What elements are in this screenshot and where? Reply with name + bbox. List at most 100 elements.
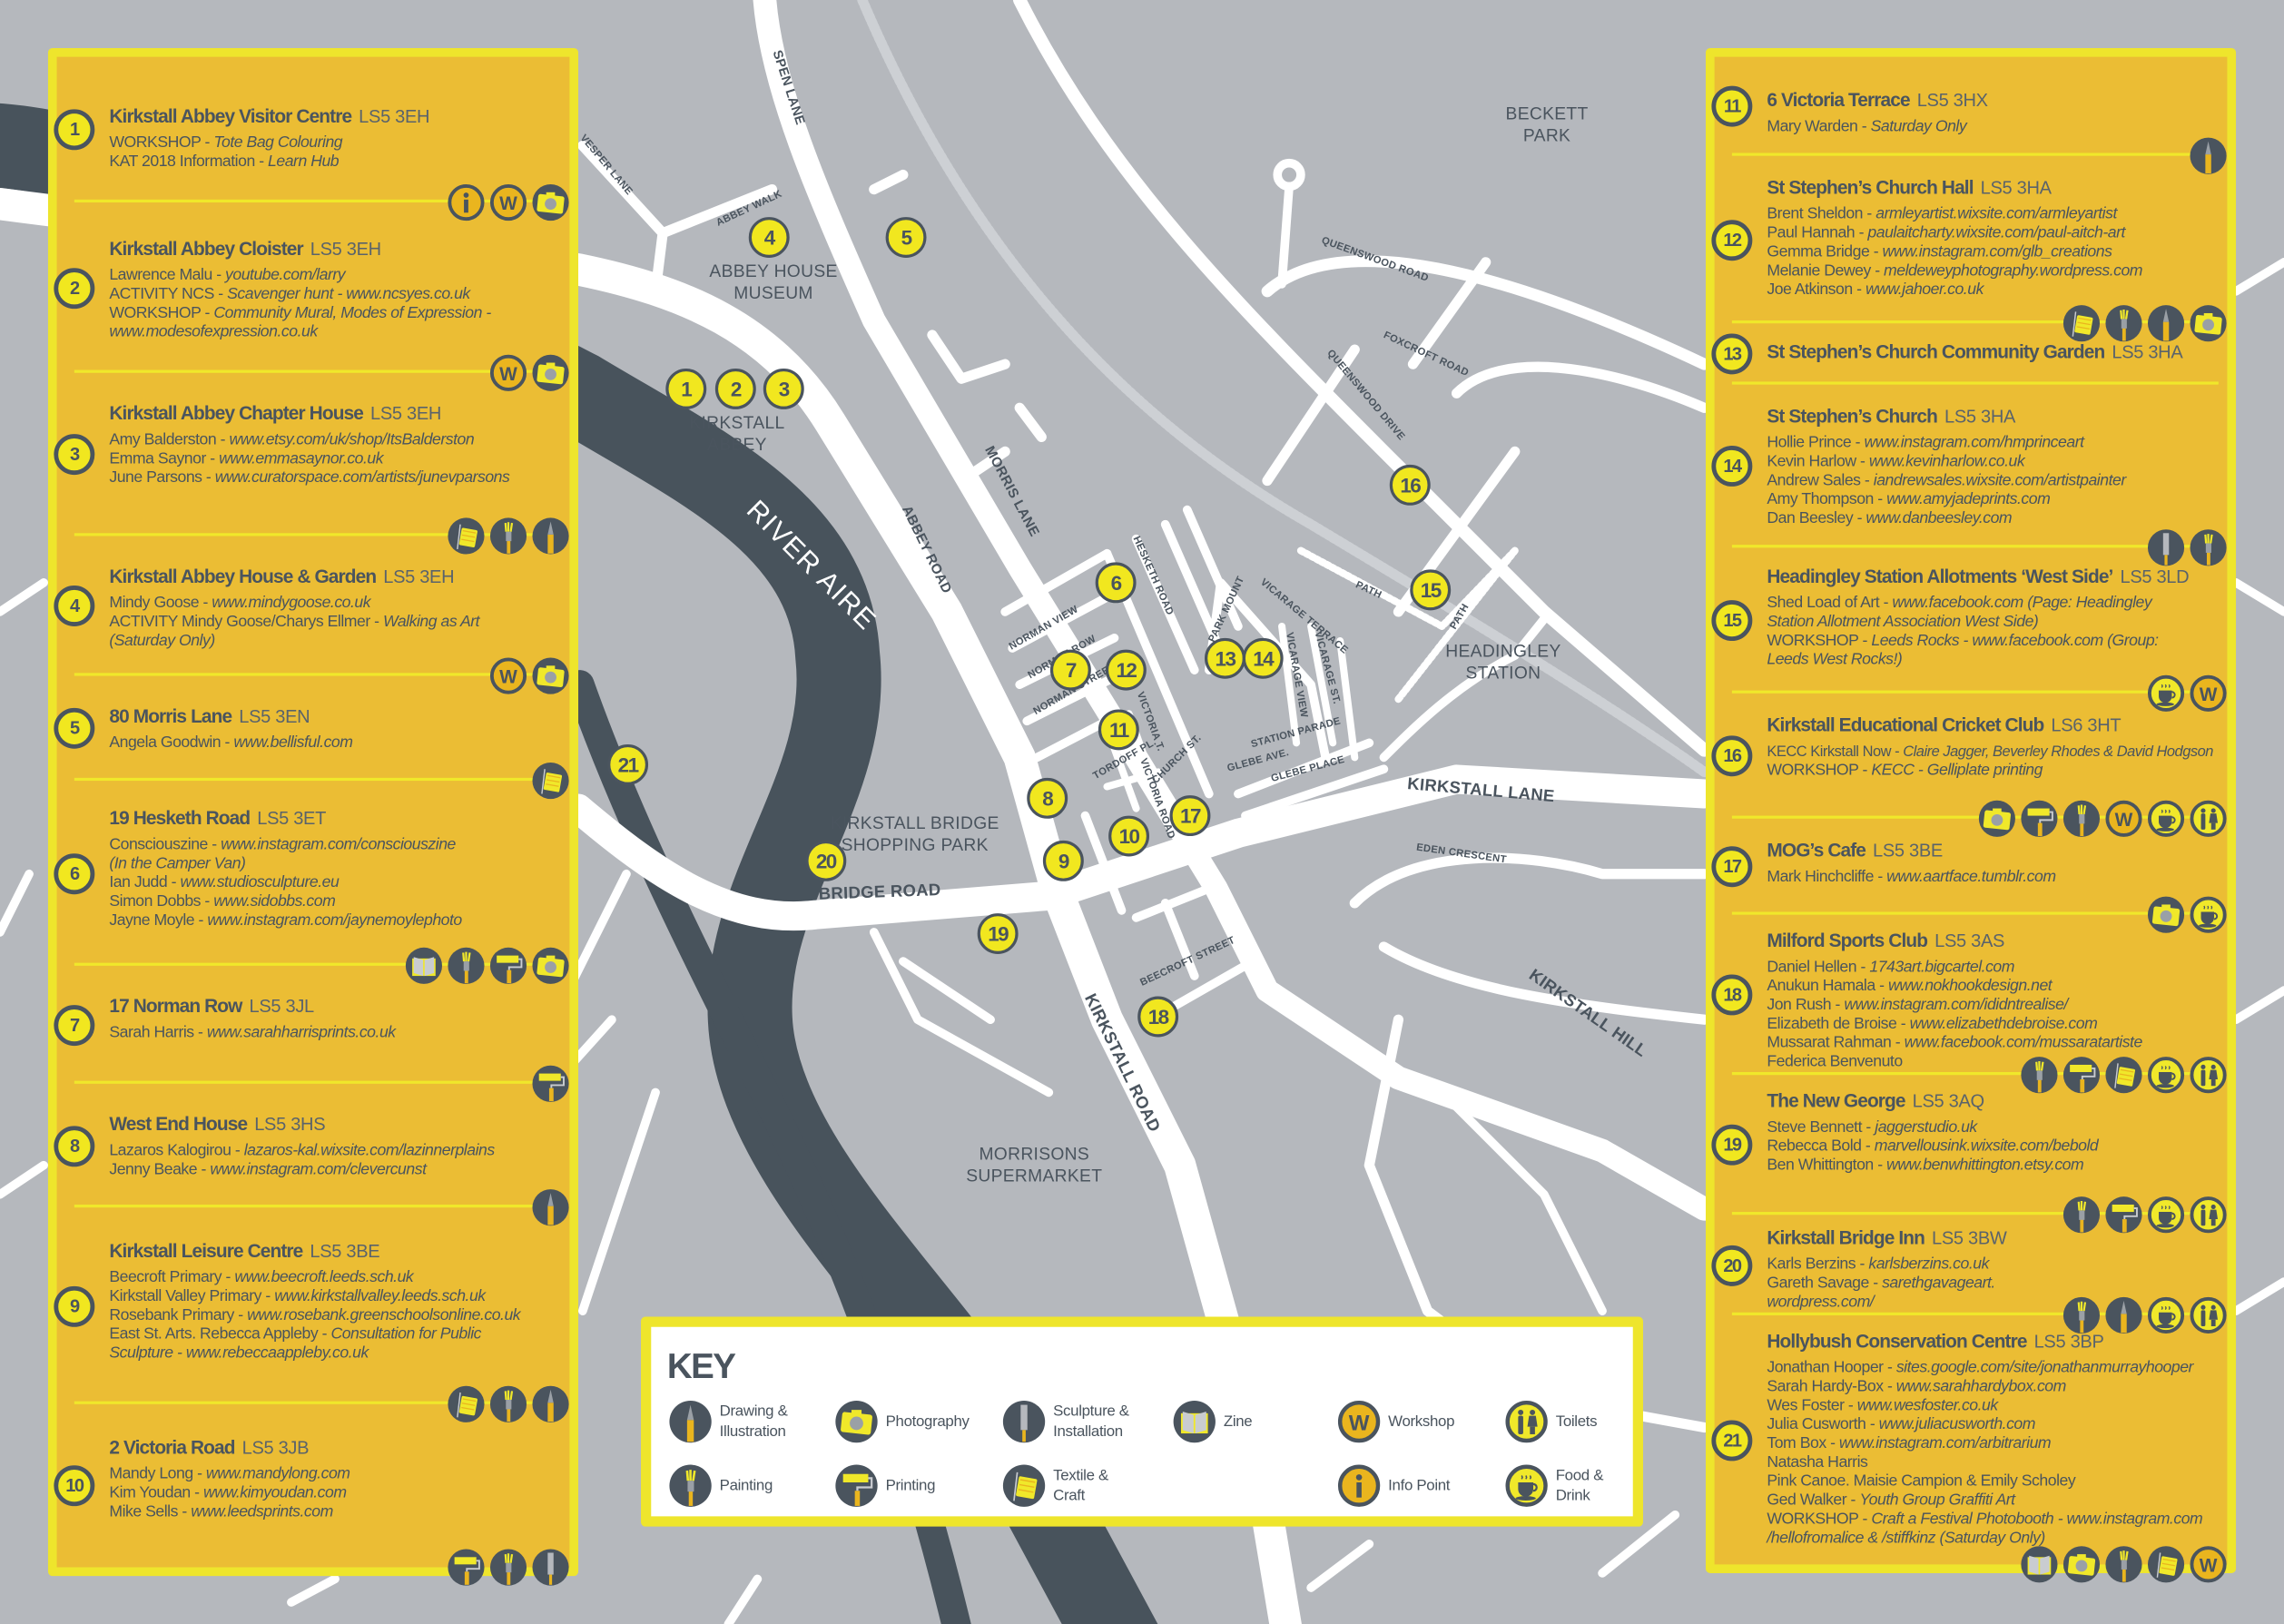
artist-link[interactable]: Learn Hub [268, 153, 340, 171]
artist-link[interactable]: Craft a Festival Photobooth - www.instag… [1871, 1510, 2203, 1529]
artist-link[interactable]: sarethgavageart. [1882, 1275, 1995, 1293]
map-marker-11[interactable]: 11 [1098, 709, 1139, 751]
map-marker-3[interactable]: 3 [763, 368, 804, 409]
map-marker-13[interactable]: 13 [1205, 637, 1245, 679]
artist-link[interactable]: Community Mural, Modes of Expression - [213, 304, 491, 322]
artist-link[interactable]: www.sidobbs.com [213, 892, 336, 910]
artist-link[interactable]: www.juliacusworth.com [1878, 1415, 2036, 1433]
artist-link[interactable]: www.jahoer.co.uk [1865, 281, 1984, 299]
artist-link[interactable]: 1743art.bigcartel.com [1869, 958, 2014, 977]
artist-link[interactable]: meldeweyphotography.wordpress.com [1884, 261, 2143, 281]
artist-link[interactable]: marvellousink.wixsite.com/bebold [1874, 1137, 2099, 1156]
artist-link[interactable]: www.instagram.com/jaynemoylephoto [207, 911, 462, 930]
map-marker-14[interactable]: 14 [1242, 637, 1284, 679]
artist-link[interactable]: www.nokhookdesign.net [1887, 977, 2053, 995]
artist-link[interactable]: Youth Group Graffiti Art [1859, 1491, 2015, 1510]
map-marker-6[interactable]: 6 [1095, 562, 1137, 604]
artist-link[interactable]: www.emmasaynor.co.uk [219, 449, 384, 468]
artist-link[interactable]: www.kimyoudan.com [202, 1484, 347, 1502]
artist-link[interactable]: Leeds Rocks - www.facebook.com (Group: [1871, 632, 2159, 650]
artist-link[interactable]: /hellofromalice & /stiffkinz (Saturday O… [1767, 1529, 2045, 1548]
artist-link[interactable]: wordpress.com/ [1767, 1293, 1875, 1312]
artist-link[interactable]: www.instagram.com/consciouszine [221, 836, 456, 854]
map-marker-9[interactable]: 9 [1042, 840, 1084, 881]
artist-link[interactable]: paulaitcharty.wixsite.com/paul-aitch-art [1867, 224, 2125, 242]
artist-link[interactable]: www.beecroft.leeds.sch.uk [234, 1268, 414, 1286]
artist-link[interactable]: www.instagram.com/clevercunst [210, 1160, 427, 1179]
map-marker-1[interactable]: 1 [665, 368, 707, 409]
artist-link[interactable]: www.benwhittington.etsy.com [1886, 1156, 2084, 1175]
artist-link[interactable]: www.kevinharlow.co.uk [1868, 453, 2025, 471]
map-marker-21[interactable]: 21 [607, 743, 649, 785]
artist-link[interactable]: www.danbeesley.com [1866, 509, 2013, 527]
artist-link[interactable]: lazaros-kal.wixsite.com/lazinnerplains [243, 1142, 495, 1160]
artist-link[interactable]: www.wesfoster.co.uk [1856, 1396, 1998, 1415]
artist-link[interactable]: www.instagram.com/hmprinceart [1864, 434, 2084, 452]
map-marker-12[interactable]: 12 [1105, 649, 1147, 691]
map-marker-16[interactable]: 16 [1389, 464, 1431, 506]
artist-link[interactable]: www.curatorspace.com/artists/junevparson… [214, 468, 510, 487]
artist-link[interactable]: www.sarahhardybox.com [1895, 1377, 2067, 1396]
artist-link[interactable]: www.instagram.com/ididntrealise/ [1844, 996, 2068, 1014]
artist-link[interactable]: www.mandylong.com [205, 1465, 350, 1483]
artist-link[interactable]: (In the Camper Van) [109, 854, 246, 873]
map-marker-5[interactable]: 5 [885, 217, 927, 259]
map-marker-17[interactable]: 17 [1169, 795, 1211, 837]
artist-link[interactable]: Saturday Only [1870, 117, 1967, 136]
artist-link[interactable]: youtube.com/larry [225, 266, 346, 284]
map-marker-20[interactable]: 20 [805, 840, 847, 881]
artist-link[interactable]: karlsberzins.co.uk [1868, 1255, 1989, 1274]
map-marker-8[interactable]: 8 [1027, 777, 1068, 819]
artist-link[interactable]: armleyartist.wixsite.com/armleyartist [1875, 205, 2117, 223]
artist-link[interactable]: www.instagram.com/arbitrarium [1838, 1434, 2052, 1452]
artist-link[interactable]: www.amyjadeprints.com [1886, 490, 2051, 509]
artist-link[interactable]: www.mindygoose.co.uk [212, 594, 371, 612]
artist-link[interactable]: KECC - Gelliplate printing [1871, 762, 2043, 780]
artist-link[interactable]: Claire Jagger, Beverley Rhodes & David H… [1903, 743, 2213, 761]
artist-link[interactable]: www.sarahharrisprints.co.uk [206, 1024, 396, 1042]
map-marker-18[interactable]: 18 [1137, 996, 1179, 1038]
artist-link[interactable]: Station Allotment Association West Side) [1767, 613, 2039, 631]
artist-link[interactable]: sites.google.com/site/jonathanmurrayhoop… [1895, 1359, 2194, 1377]
map-marker-19[interactable]: 19 [977, 913, 1019, 955]
artist-link[interactable]: Walking as Art [382, 613, 480, 631]
map-marker-2[interactable]: 2 [714, 368, 756, 409]
map-marker-10[interactable]: 10 [1108, 815, 1150, 857]
artist-link[interactable]: www.kirkstallvalley.leeds.sch.uk [274, 1287, 486, 1305]
artist-link[interactable]: jaggerstudio.uk [1875, 1118, 1977, 1137]
artist-link[interactable]: www.aartface.tumblr.com [1886, 868, 2056, 886]
artist-link[interactable]: www.facebook.com (Page: Headingley [1892, 594, 2152, 612]
artist-link[interactable]: www.instagram.com/glb_creations [1882, 242, 2112, 261]
map-marker-15[interactable]: 15 [1410, 569, 1452, 611]
artist-link[interactable]: Tote Bag Colouring [213, 133, 343, 152]
artist-link[interactable]: Scavenger hunt - www.ncsyes.co.uk [227, 285, 470, 303]
map-marker-7[interactable]: 7 [1049, 649, 1091, 691]
artist-link[interactable]: Sculpture - www.rebeccaappleby.co.uk [109, 1344, 369, 1363]
map-marker-4[interactable]: 4 [748, 217, 790, 259]
artist-link[interactable]: www.modesofexpression.co.uk [109, 323, 318, 341]
artist-link[interactable]: Leeds West Rocks!) [1767, 651, 1903, 669]
artist-link[interactable]: (Saturday Only) [109, 632, 215, 650]
artist-link[interactable]: Consultation for Public [330, 1325, 481, 1343]
